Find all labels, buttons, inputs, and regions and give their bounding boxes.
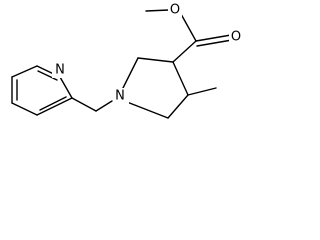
- bond-c4-methyl: [187, 87, 217, 96]
- structure-diagram: N N O O: [11, 3, 243, 119]
- bond-ester-o-methyl: [145, 9, 170, 12]
- bond-carbonyl-double-b: [196, 39, 233, 47]
- ester-o-label: O: [170, 3, 180, 18]
- bond-pyr-double-1: [37, 70, 58, 81]
- bond-c2-c3: [137, 57, 174, 63]
- bond-c5-ringn: [126, 101, 169, 119]
- ester-o-label-bg: [168, 3, 182, 18]
- ring-n-label-bg: [113, 88, 129, 104]
- carbonyl-o-label: O: [231, 30, 241, 45]
- bond-carbonyl-ester-o: [180, 13, 197, 42]
- bond-c3-c4: [172, 61, 189, 96]
- pyridine-n-label-bg: [52, 62, 68, 78]
- bond-pyr-double-3: [39, 96, 67, 111]
- bond-c3-carbonyl: [172, 40, 197, 63]
- bond-ch2-ringn: [95, 100, 113, 112]
- pyridine-n-label: N: [55, 63, 65, 78]
- bond-pyr-c4-c3: [11, 102, 38, 116]
- ring-n-label: N: [115, 89, 125, 104]
- bond-ringn-c2: [121, 57, 139, 91]
- carbonyl-o-label-bg: [229, 29, 243, 44]
- bond-pyr-c3-c2: [36, 97, 73, 116]
- bond-pyr-c2-n: [59, 76, 73, 99]
- ester-group: [145, 9, 233, 63]
- bond-carbonyl-double-a: [195, 34, 232, 42]
- pyrrolidine-ring: [121, 57, 189, 119]
- bond-c4-c5: [167, 94, 189, 119]
- bond-pyr-ch2: [71, 97, 97, 112]
- bond-pyr-c6-c5: [11, 65, 38, 78]
